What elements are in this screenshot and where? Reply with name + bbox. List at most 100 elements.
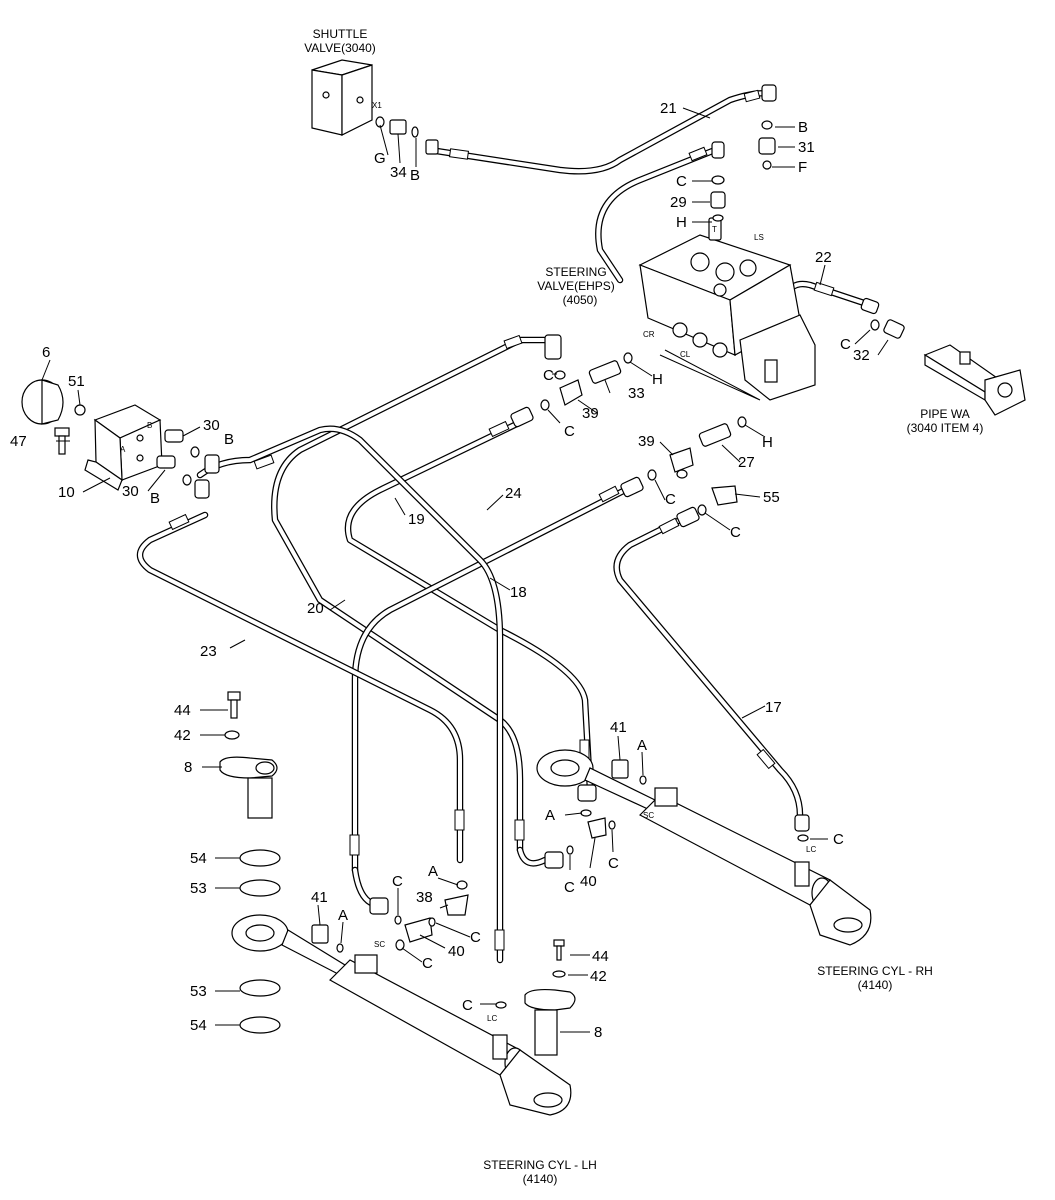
callout-38: 38 <box>416 889 433 906</box>
port-ls: LS <box>754 233 764 242</box>
hoses <box>136 90 874 964</box>
callout-30a: 30 <box>203 417 220 434</box>
callout-10: 10 <box>58 484 75 501</box>
callout-a-rh: A <box>545 807 555 824</box>
callout-c-top: C <box>676 173 687 190</box>
callout-8a: 8 <box>184 759 192 776</box>
callout-41b: 41 <box>610 719 627 736</box>
callout-40b: 40 <box>580 873 597 890</box>
accumulator-bracket <box>21 379 220 499</box>
port-lc-rh: LC <box>806 845 816 854</box>
callout-18: 18 <box>510 584 527 601</box>
callout-19: 19 <box>408 511 425 528</box>
title-steering-valve-3: (4050) <box>563 293 598 307</box>
callout-32: 32 <box>853 347 870 364</box>
callout-a-41b: A <box>637 737 647 754</box>
title-steering-valve-1: STEERING <box>545 265 606 279</box>
hose-24 <box>344 416 594 794</box>
callout-47: 47 <box>10 433 27 450</box>
callout-51: 51 <box>68 373 85 390</box>
port-x1: X1 <box>372 101 382 110</box>
title-cyl-lh-1: STEERING CYL - LH <box>483 1158 597 1172</box>
part-callouts: 21 B 31 F C 29 H 22 G 34 B C 32 6 51 47 … <box>10 100 870 1041</box>
callout-30b: 30 <box>122 483 139 500</box>
callout-b-30a: B <box>224 431 234 448</box>
callout-h-27: H <box>762 434 773 451</box>
callout-34: 34 <box>390 164 407 181</box>
callout-33: 33 <box>628 385 645 402</box>
callout-27: 27 <box>738 454 755 471</box>
callout-c-39a: C <box>543 367 554 384</box>
callout-6: 6 <box>42 344 50 361</box>
steering-cylinder-rh <box>536 749 872 946</box>
hose-18 <box>351 481 639 874</box>
hose-17 <box>613 511 804 819</box>
callout-c-32: C <box>840 336 851 353</box>
port-bracket-b: B <box>147 421 152 430</box>
port-markings: X1 T LS CR CL B A SC LC SC LC <box>120 101 816 1023</box>
pipe-wa <box>923 344 1026 416</box>
callout-b-30b: B <box>150 490 160 507</box>
callout-39b: 39 <box>638 433 655 450</box>
callout-40a: 40 <box>448 943 465 960</box>
callout-c-lc-rh: C <box>833 831 844 848</box>
callout-8b: 8 <box>594 1024 602 1041</box>
callout-a-41a: A <box>338 907 348 924</box>
callout-24: 24 <box>505 485 522 502</box>
callout-c-38: C <box>470 929 481 946</box>
title-shuttle-valve-1: SHUTTLE <box>313 27 368 41</box>
port-sc-rh: SC <box>643 811 654 820</box>
title-steering-valve-2: VALVE(EHPS) <box>537 279 615 293</box>
title-pipe-wa-2: (3040 ITEM 4) <box>907 421 984 435</box>
callout-c-40b1: C <box>564 879 575 896</box>
callout-31: 31 <box>798 139 815 156</box>
title-cyl-rh-1: STEERING CYL - RH <box>817 964 933 978</box>
callout-h-top: H <box>676 214 687 231</box>
title-cyl-rh-2: (4140) <box>858 978 893 992</box>
callout-17: 17 <box>765 699 782 716</box>
callout-c-lh: C <box>392 873 403 890</box>
callout-c-39c: C <box>665 491 676 508</box>
port-bracket-a: A <box>120 445 126 454</box>
callout-a-lh: A <box>428 863 438 880</box>
steering-valve <box>638 217 816 401</box>
callout-20: 20 <box>307 600 324 617</box>
callout-c-55: C <box>730 524 741 541</box>
title-pipe-wa-1: PIPE WA <box>920 407 970 421</box>
callout-c-40a: C <box>422 955 433 972</box>
shuttle-valve <box>311 59 439 155</box>
lh-mount-hardware <box>219 691 281 1034</box>
hose-20 <box>196 425 504 964</box>
callout-41a: 41 <box>311 889 328 906</box>
callout-h-33: H <box>652 371 663 388</box>
callout-44a: 44 <box>174 702 191 719</box>
callout-c-39b: C <box>564 423 575 440</box>
callout-39a: 39 <box>582 405 599 422</box>
callout-42a: 42 <box>174 727 191 744</box>
port-cr: CR <box>643 330 655 339</box>
callout-g: G <box>374 150 386 167</box>
callout-b-shuttle: B <box>410 167 420 184</box>
callout-21: 21 <box>660 100 677 117</box>
callout-54b: 54 <box>190 1017 207 1034</box>
callout-53a: 53 <box>190 880 207 897</box>
port-lc-lh: LC <box>487 1014 497 1023</box>
port-cl: CL <box>680 350 691 359</box>
callout-44b: 44 <box>592 948 609 965</box>
hose-crimp-sleeves <box>168 89 835 951</box>
port-t: T <box>712 225 717 234</box>
leader-lines <box>41 107 889 1033</box>
callout-23: 23 <box>200 643 217 660</box>
callout-53b: 53 <box>190 983 207 1000</box>
callout-55: 55 <box>763 489 780 506</box>
callout-29: 29 <box>670 194 687 211</box>
callout-c-lc-lh: C <box>462 997 473 1014</box>
fittings <box>510 84 905 528</box>
title-shuttle-valve-2: VALVE(3040) <box>304 41 376 55</box>
callout-42b: 42 <box>590 968 607 985</box>
port-sc-lh: SC <box>374 940 385 949</box>
steering-cylinder-lh <box>231 880 576 1116</box>
callout-f: F <box>798 159 807 176</box>
callout-b-top: B <box>798 119 808 136</box>
